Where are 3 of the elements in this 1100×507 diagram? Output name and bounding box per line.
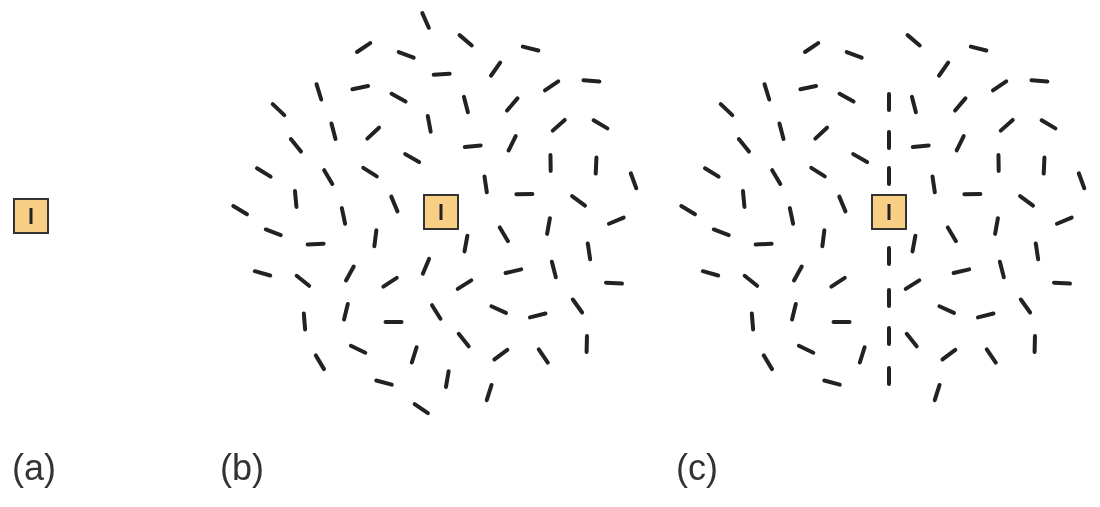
panel-label: (a) bbox=[12, 448, 56, 488]
panel-label: (b) bbox=[220, 448, 264, 488]
panel-label: (c) bbox=[676, 448, 718, 488]
